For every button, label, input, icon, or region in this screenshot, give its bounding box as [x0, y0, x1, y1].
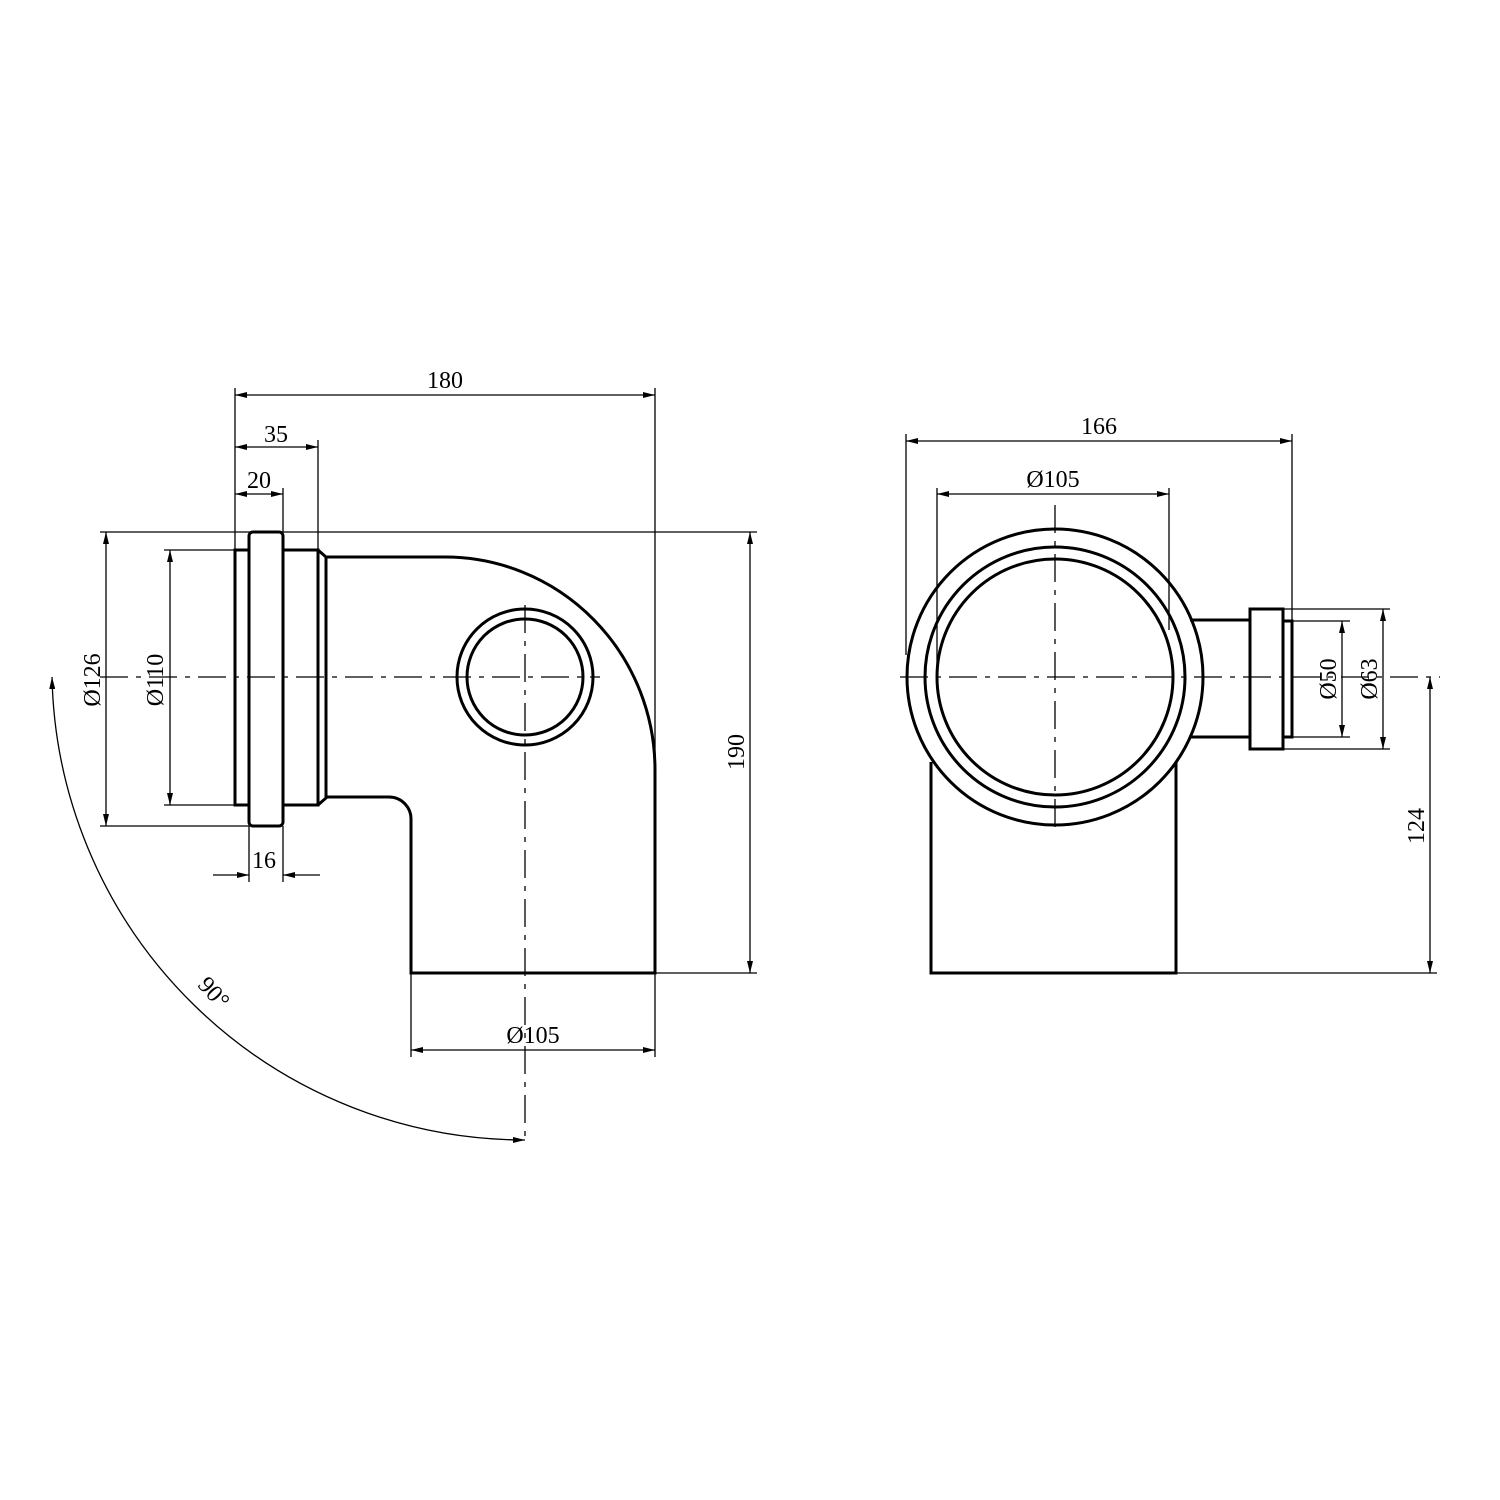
- dim-166: 166: [1081, 414, 1117, 440]
- dim-16: 16: [252, 848, 276, 874]
- centerlines: [900, 505, 1440, 830]
- dimension-lines: [49, 388, 757, 1143]
- dim-20: 20: [247, 468, 271, 494]
- elbow-body: [233, 530, 657, 975]
- dim-d110: Ø110: [143, 654, 169, 706]
- dim-35: 35: [264, 422, 288, 448]
- tee-body: [905, 527, 1294, 975]
- dim-d50: Ø50: [1316, 658, 1342, 699]
- dim-d105-top: Ø105: [1026, 467, 1079, 493]
- dimension-lines: [905, 434, 1437, 974]
- centerlines: [100, 605, 600, 1140]
- dim-d63: Ø63: [1357, 658, 1383, 699]
- front-view: 166 Ø105 Ø50 Ø63 124: [900, 414, 1440, 975]
- dim-190: 190: [724, 734, 750, 770]
- dim-124: 124: [1404, 808, 1430, 844]
- dim-180: 180: [427, 368, 463, 394]
- dim-d126: Ø126: [80, 653, 106, 706]
- dim-angle-90: 90°: [192, 972, 234, 1014]
- dim-d105-bottom: Ø105: [506, 1023, 559, 1049]
- side-view: 180 35 20 Ø126 Ø110 190 16 Ø105 90°: [49, 368, 757, 1143]
